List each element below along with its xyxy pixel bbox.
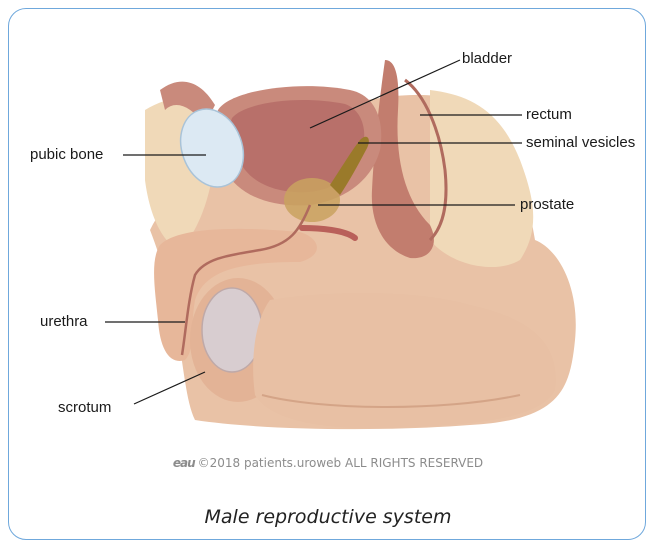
label-rectum: rectum <box>526 106 572 124</box>
label-pubic-bone: pubic bone <box>30 146 103 164</box>
eau-logo: eau <box>173 456 195 470</box>
label-seminal-vesicles: seminal vesicles <box>526 134 635 152</box>
label-scrotum: scrotum <box>58 399 111 417</box>
copyright-line: eau©2018 patients.uroweb ALL RIGHTS RESE… <box>0 456 656 470</box>
label-urethra: urethra <box>40 313 88 331</box>
figure-caption: Male reproductive system <box>0 506 656 528</box>
testis-shape <box>202 288 262 372</box>
copyright-text: ©2018 patients.uroweb ALL RIGHTS RESERVE… <box>198 456 484 470</box>
label-bladder: bladder <box>462 50 512 68</box>
label-prostate: prostate <box>520 196 574 214</box>
